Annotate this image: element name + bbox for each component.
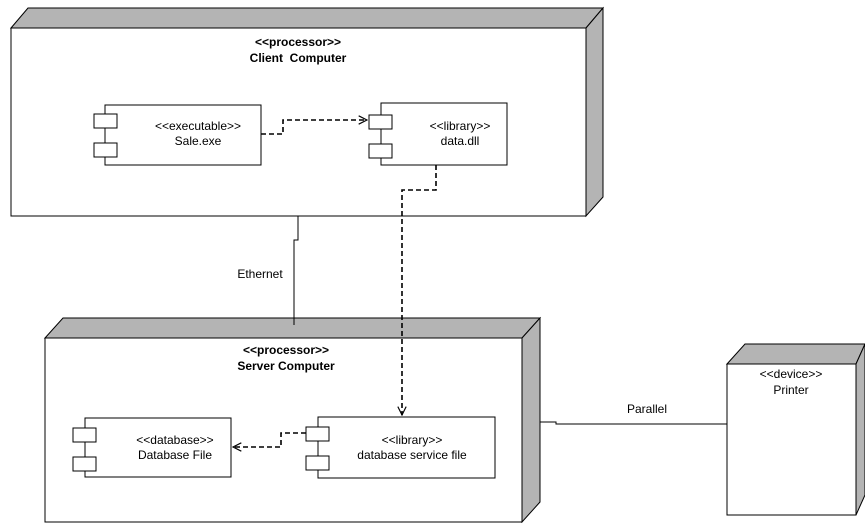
client-name: Client Computer <box>250 51 347 65</box>
database-file-stereotype: <<database>> <box>136 433 213 447</box>
printer-name: Printer <box>773 383 808 397</box>
db-service-name: database service file <box>357 448 467 462</box>
printer-stereotype: <<device>> <box>760 367 823 381</box>
parallel-link <box>540 421 727 425</box>
parallel-label: Parallel <box>627 402 667 416</box>
client-computer-node: <<processor>> Client Computer <box>9 6 605 218</box>
database-file-component: <<database>> Database File <box>72 417 232 478</box>
server-stereotype: <<processor>> <box>243 343 329 357</box>
server-name: Server Computer <box>237 359 335 373</box>
db-service-component: <<library>> database service file <box>305 416 496 479</box>
data-dll-name: data.dll <box>441 134 480 148</box>
service-to-database-dependency <box>233 432 306 447</box>
printer-node: <<device>> Printer <box>725 343 865 516</box>
client-stereotype: <<processor>> <box>255 35 341 49</box>
data-dll-stereotype: <<library>> <box>430 119 491 133</box>
sale-stereotype: <<executable>> <box>155 119 241 133</box>
data-dll-component: <<library>> data.dll <box>368 102 508 166</box>
sale-exe-component: <<executable>> Sale.exe <box>93 104 262 166</box>
sale-name: Sale.exe <box>175 134 222 148</box>
sale-to-data-dependency <box>261 120 367 135</box>
ethernet-label: Ethernet <box>237 267 283 281</box>
data-dll-to-service-dependency <box>402 165 437 415</box>
database-file-name: Database File <box>138 448 212 462</box>
db-service-stereotype: <<library>> <box>382 433 443 447</box>
ethernet-link <box>293 216 299 325</box>
